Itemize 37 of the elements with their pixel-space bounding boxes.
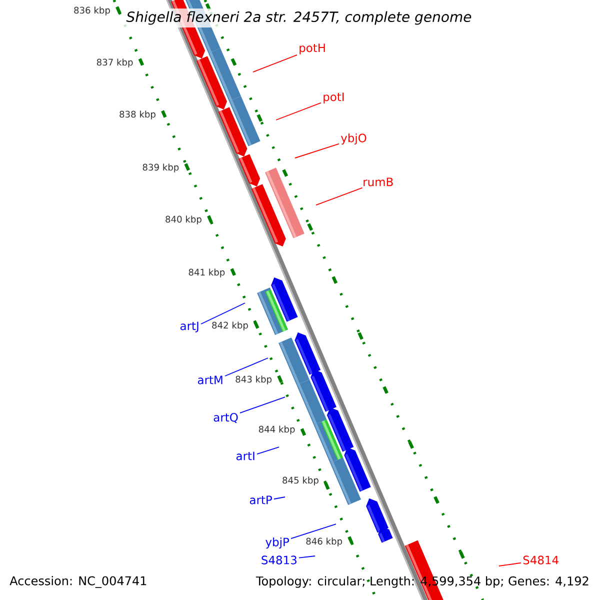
scale-label: 838 kbp xyxy=(120,110,156,120)
gene-label: artJ xyxy=(180,322,198,332)
accession-label: Accession: NC_004741 xyxy=(10,576,146,588)
scale-label: 845 kbp xyxy=(282,476,318,486)
leader-line xyxy=(298,556,316,558)
title: Shigella flexneri 2a str. 2457T, complete genome xyxy=(124,8,474,28)
leader-line xyxy=(290,524,336,540)
scale-label: 843 kbp xyxy=(236,376,272,384)
leader-line xyxy=(224,358,268,376)
scale-label: 844 kbp xyxy=(258,426,295,434)
leader-line xyxy=(294,143,340,158)
gene-label: potH xyxy=(300,44,325,54)
gene-label: ybjO xyxy=(340,133,366,145)
leader-line xyxy=(200,302,246,324)
leader-line xyxy=(316,187,363,206)
leader-line xyxy=(252,54,298,72)
gene-label: potI xyxy=(324,92,344,104)
leader-line xyxy=(274,496,286,500)
gene-label: S4813 xyxy=(262,556,296,564)
leader-line xyxy=(240,396,286,414)
gene-label: artI xyxy=(236,452,254,460)
scale-label: 840 kbp xyxy=(166,216,202,224)
leader-line xyxy=(256,446,280,454)
scale-label: 836 kbp xyxy=(74,6,110,16)
leader-line xyxy=(276,102,322,120)
leader-line xyxy=(498,562,522,566)
scale-label: 841 kbp xyxy=(188,268,225,278)
scale-label: 846 kbp xyxy=(306,538,342,546)
gene-label: artQ xyxy=(214,413,238,423)
scale-label: 837 kbp xyxy=(96,58,133,68)
scale-label: 839 kbp xyxy=(142,164,179,172)
scale-label: 842 kbp xyxy=(212,322,248,330)
gene-label: ybjP xyxy=(266,537,290,549)
gene-label: rumB xyxy=(364,178,393,186)
gene-label: artM xyxy=(198,376,222,384)
gene-label: artP xyxy=(250,496,272,504)
gene-label: S4814 xyxy=(523,556,558,564)
